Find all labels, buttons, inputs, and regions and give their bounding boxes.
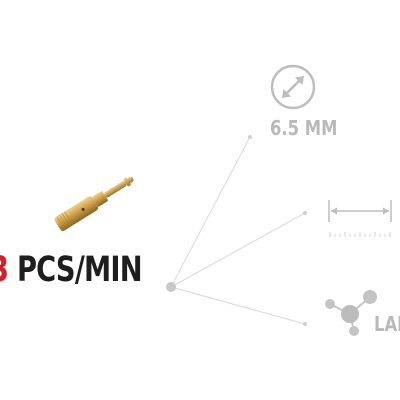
- connector-line-length: [170, 212, 306, 288]
- material-label: LAI: [374, 312, 400, 336]
- endpoint-dot-length: [303, 211, 307, 215]
- diameter-label: 6.5 MM: [270, 116, 338, 140]
- endpoint-dot-diameter: [248, 135, 252, 139]
- hub-dot: [166, 282, 176, 292]
- production-speed: 3 PCS/MIN: [0, 250, 143, 290]
- connector-line-material: [170, 286, 306, 325]
- endpoint-dot-material: [303, 322, 307, 326]
- molecule-icon: [320, 286, 380, 338]
- speed-unit: PCS/MIN: [16, 250, 143, 290]
- brass-pin-image: [45, 172, 145, 232]
- connector-line-diameter: [170, 136, 251, 288]
- diameter-icon: [268, 62, 318, 112]
- speed-number: 3: [0, 250, 9, 290]
- ruler-length-icon: [325, 196, 395, 241]
